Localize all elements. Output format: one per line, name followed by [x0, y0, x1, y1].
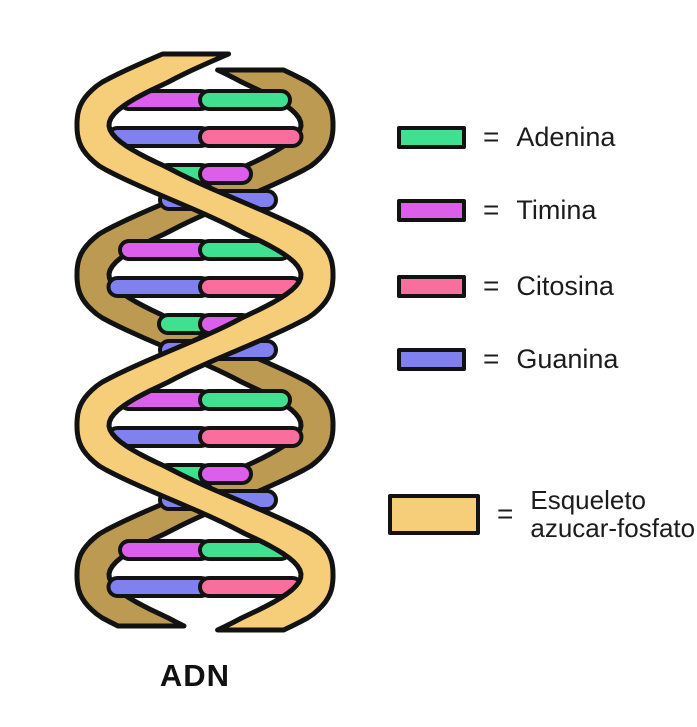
guanina-color-swatch	[397, 347, 466, 371]
legend-label-backbone: Esqueleto azucar-fosfato	[530, 486, 695, 542]
legend-label-citosina: Citosina	[516, 270, 614, 301]
legend-item-guanina: = Guanina	[397, 343, 618, 375]
adenina-color-swatch	[397, 125, 466, 149]
legend-label-timina: Timina	[516, 194, 597, 225]
dna-helix-svg	[74, 51, 336, 633]
legend-label-backbone-line1: Esqueleto	[530, 485, 647, 515]
legend-item-backbone: = Esqueleto azucar-fosfato	[388, 486, 695, 542]
legend-label-guanina: Guanina	[516, 343, 619, 374]
base-pair-rung-right-timina	[198, 463, 254, 485]
legend-label-adenina: Adenina	[516, 121, 616, 152]
equals-sign: =	[483, 270, 500, 301]
equals-sign: =	[483, 121, 500, 152]
legend-item-citosina: = Citosina	[397, 270, 614, 302]
legend-label-backbone-line2: azucar-fosfato	[530, 513, 696, 543]
equals-sign: =	[483, 343, 500, 374]
backbone-color-swatch	[388, 493, 480, 535]
equals-sign: =	[483, 194, 500, 225]
base-pair-rung-right-timina	[198, 163, 254, 185]
base-pair-rung-right-citosina	[198, 426, 304, 448]
legend-item-timina: = Timina	[397, 194, 596, 226]
equals-sign: =	[497, 498, 514, 529]
timina-color-swatch	[397, 198, 466, 222]
legend-item-adenina: = Adenina	[397, 121, 615, 153]
base-pair-rung-right-citosina	[198, 126, 304, 148]
citosina-color-swatch	[397, 274, 466, 298]
diagram-title: ADN	[159, 658, 231, 693]
base-pair-rung-right-adenina	[198, 89, 292, 111]
backbone-front-ribbon	[74, 51, 336, 633]
base-pair-rung-right-adenina	[198, 389, 292, 411]
dna-helix-illustration	[74, 51, 336, 633]
